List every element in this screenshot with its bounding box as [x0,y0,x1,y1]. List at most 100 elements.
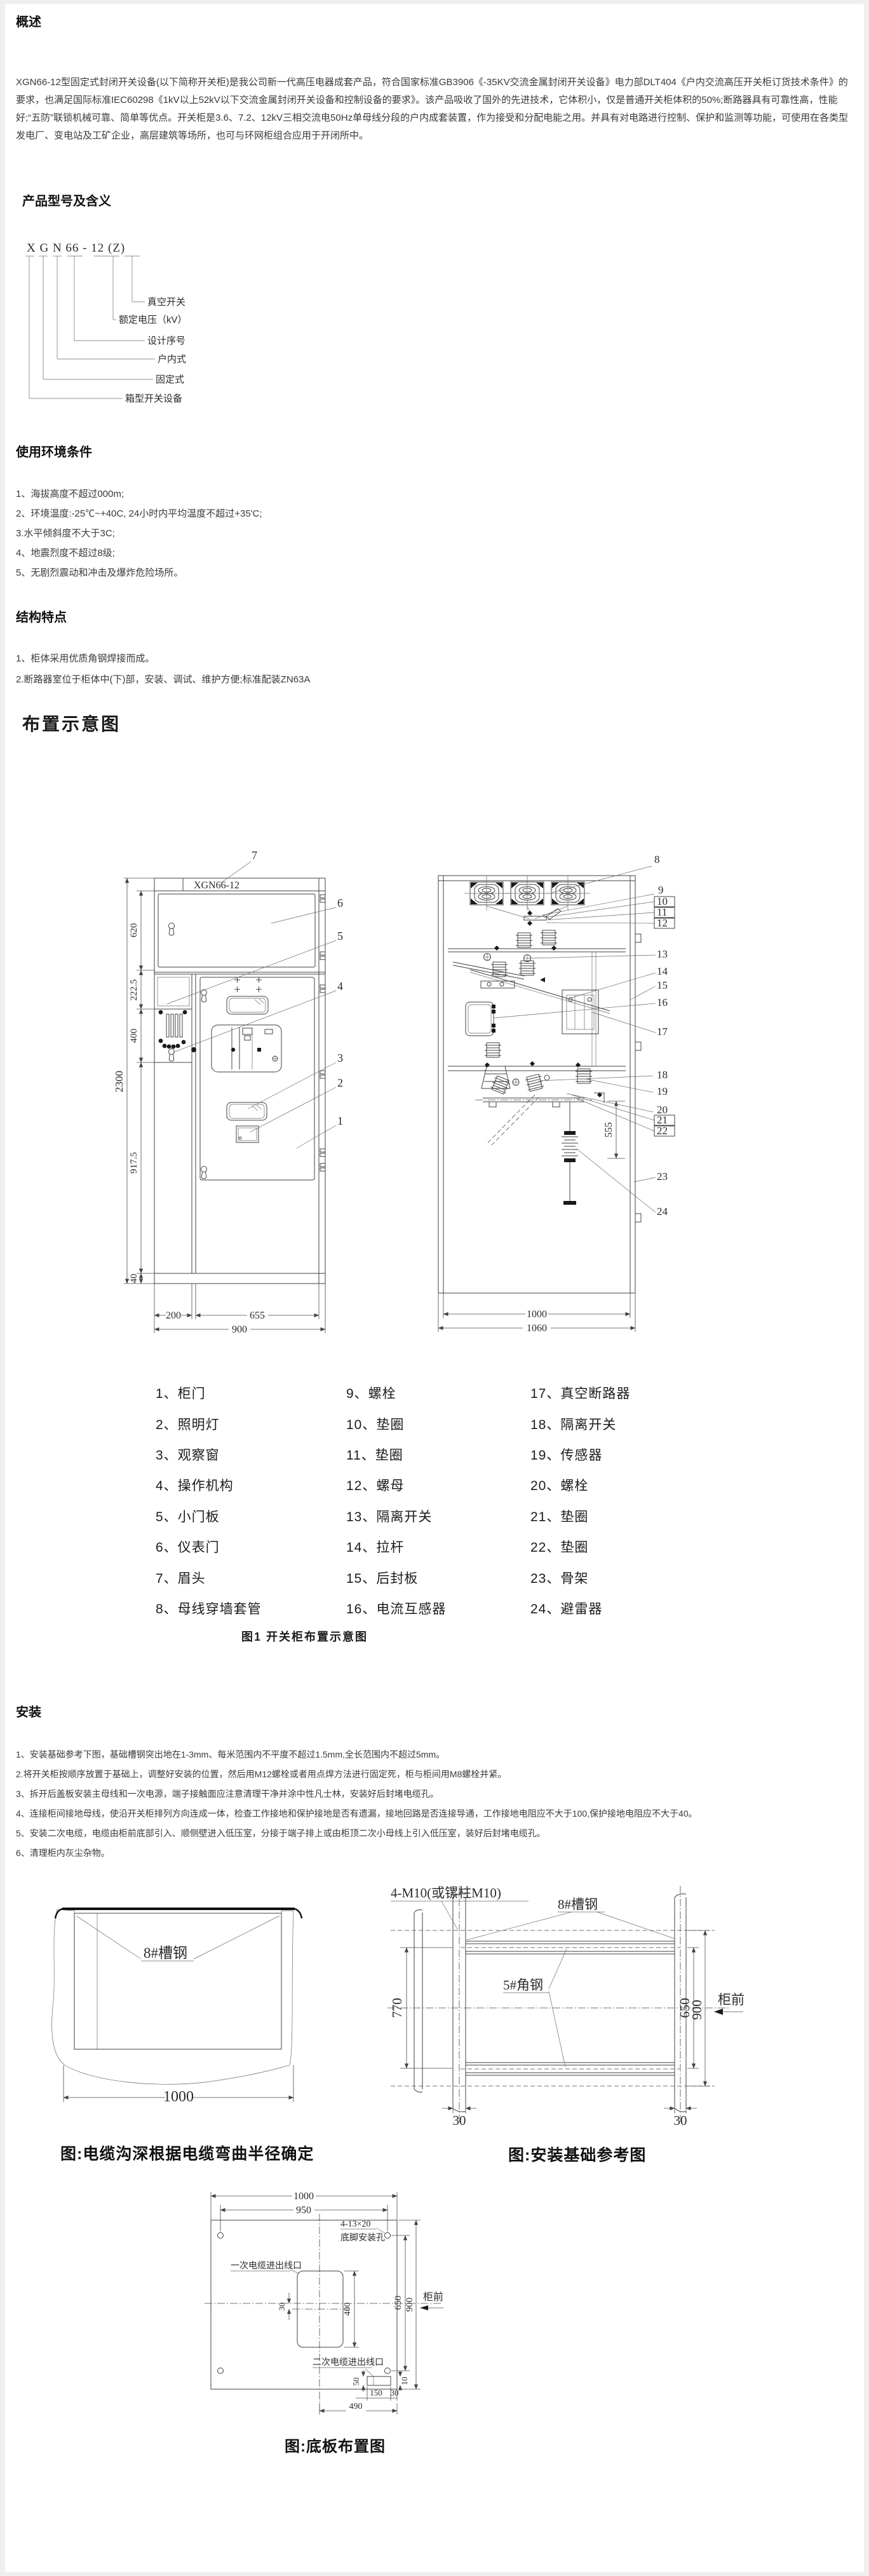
dim-150: 150 [370,2388,382,2397]
part-item: 13、隔离开关 [346,1509,433,1524]
foundation-angle-steels [461,1941,680,2076]
callout-18: 18 [657,1069,668,1081]
dim-650: 650 [393,2296,403,2310]
insulator-icon [518,960,536,976]
bolt-icon [551,946,556,951]
side-arrester [562,1131,578,1205]
side-callout-leaders [494,865,656,1213]
part-item: 1、柜门 [156,1386,206,1402]
front-divider-bolt [191,1047,196,1052]
front-upper-door [158,893,316,968]
keyhole-icon [168,1048,175,1062]
baseplate-front-arrow: 柜前 [420,2291,443,2310]
dim-770: 770 [389,1998,405,2018]
dim-950: 950 [296,2205,311,2216]
dim-30-offset: 30 [277,2303,286,2311]
model-label-box: 箱型开关设备 [125,393,182,404]
dim-1000: 1000 [163,2089,194,2105]
keyhole-icon [201,1166,207,1179]
baseplate-caption: 图:底板布置图 [285,2438,386,2455]
part-item: 18、隔离开关 [530,1417,617,1432]
part-item: 12、螺母 [346,1479,405,1494]
callout-24: 24 [657,1205,668,1217]
parts-column-2: 9、螺栓 10、垫圈 11、垫圈 12、螺母 13、隔离开关 14、拉杆 15、… [346,1378,530,1624]
callout-16: 16 [657,996,668,1008]
section-heading-environment: 使用环境条件 [16,445,92,459]
foundation-channels [414,1886,687,2122]
dim-650: 650 [677,1998,692,2018]
base-plate-outline [210,2220,398,2390]
trench-floor-line [54,1908,303,1919]
bushing-icon [504,876,550,911]
section-heading-installation: 安装 [16,1705,41,1719]
part-item: 23、骨架 [530,1571,589,1586]
installation-item: 4、连接柜间接地母线，使沿开关柜排列方向连成一体，检查工作接地和保护接地是否有遗… [16,1808,697,1819]
keyhole-icon [201,989,207,1003]
installation-item: 6、清理柜内灰尘杂物。 [16,1848,110,1858]
model-designation-diagram: X G N 66 - 12 (Z) 真空开关 额定电压（kV） 设计序号 户内式… [25,241,187,404]
insulator-icon [524,1073,545,1092]
model-label-voltage: 额定电压（kV） [119,315,187,325]
front-plus-marks [234,977,262,993]
foundation-dims: 770 650 900 30 30 [389,1930,710,2128]
trench-ground-hatch [51,1909,294,2085]
callout-23: 23 [657,1170,668,1183]
page-sheet [5,4,864,2572]
model-label-design: 设计序号 [147,336,185,346]
dim-655: 655 [250,1310,265,1321]
part-item: 2、照明灯 [156,1417,220,1432]
callout-19: 19 [657,1085,668,1097]
structure-item: 1、柜体采用优质角钢焊接而成。 [16,653,155,664]
callout-2: 2 [337,1076,343,1089]
front-left-panels [157,977,196,1062]
installation-item: 5、安装二次电缆，电缆由柜前底部引入、顺侧壁进入低压室，分接于端子排上或由柜顶二… [16,1828,546,1838]
callout-21: 21 [657,1114,668,1126]
angle-label: 5#角钢 [503,1977,543,1993]
model-code: X G N 66 - 12 (Z) [27,241,125,255]
parts-column-3: 17、真空断路器 18、隔离开关 19、传感器 20、螺栓 21、垫圈 22、垫… [530,1378,630,1624]
dim-200: 200 [166,1310,181,1321]
side-view-drawing: 555 1000 1060 [438,853,675,1334]
foundation-figure: 4-M10(或镙柱M10) 8#槽钢 5#角钢 770 650 900 [387,1885,744,2128]
dim-900: 900 [689,2000,704,2020]
callout-13: 13 [657,948,668,960]
dim-400: 400 [129,1029,139,1043]
front-cabinet-outline [154,878,326,1284]
dim-555: 555 [603,1122,614,1137]
side-callout-boxes [654,896,675,1137]
keyhole-icon [168,923,175,936]
dim-50: 50 [351,2378,361,2386]
callout-17: 17 [657,1026,668,1038]
front-mechanism-panel [211,1024,282,1073]
side-breaker [562,989,599,1034]
bolt-icon [527,921,532,926]
trench-label-leaders [76,1915,280,1962]
front-vent-slats [166,1013,183,1038]
environment-item: 4、地震烈度不超过8级; [16,548,115,559]
environment-item: 3.水平倾斜度不大于3C; [16,528,115,539]
channel-label: 8#槽钢 [558,1897,598,1912]
overview-paragraph: XGN66-12型固定式封闭开关设备(以下简称开关柜)是我公司新一代高压电器成套… [16,77,849,141]
environment-item: 1、海拔高度不超过000m; [16,489,125,499]
bushing-icon [464,876,509,911]
front-nameplate [236,1125,259,1143]
front-view-drawing: XGN66-12 [113,849,343,1335]
side-support-insulators [481,1042,581,1089]
model-label-fixed: 固定式 [156,374,184,385]
dim-222-5: 222.5 [129,979,139,1001]
environment-list: 1、海拔高度不超过000m; 2、环境温度:-25℃~+40C, 24小时内平均… [16,484,262,583]
dim-40: 40 [129,1274,139,1284]
dim-1060: 1060 [527,1323,547,1334]
side-busbar-room [464,876,591,951]
side-current-transformer [465,1001,495,1036]
installation-item: 1、安装基础参考下图，基础槽钢突出地在1-3mm、每米范围内不平度不超过1.5m… [16,1749,445,1759]
section-heading-layout: 布置示意图 [22,714,121,734]
dim-1000: 1000 [527,1309,547,1320]
installation-item: 3、拆开后盖板安装主母线和一次电源，端子接触面应注意清理干净并涂中性凡士林，安装… [16,1789,439,1799]
part-item: 16、电流互感器 [346,1601,447,1617]
parts-column-1: 1、柜门 2、照明灯 3、观察窗 4、操作机构 5、小门板 6、仪表门 7、眉头… [156,1378,346,1624]
figure1-caption: 图1 开关柜布置示意图 [241,1630,368,1643]
hole-label-line1: 4-13×20 [340,2220,371,2229]
installation-item: 2.将开关柜按顺序放置于基础上，调整好安装的位置，然后用M12螺栓或者用点焊方法… [16,1769,507,1779]
